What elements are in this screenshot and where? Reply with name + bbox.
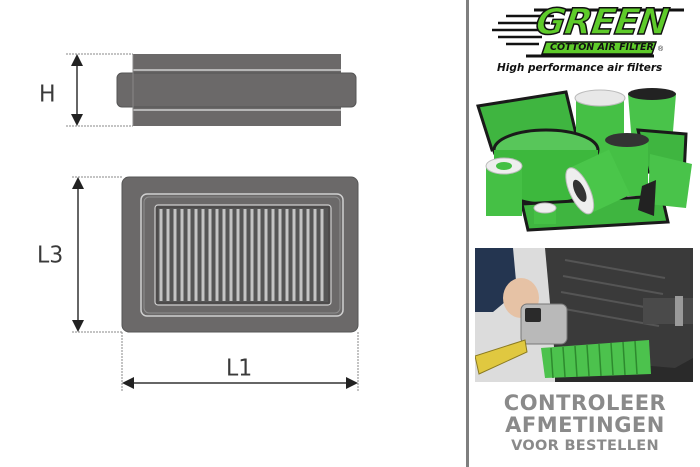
length3-label: L3	[37, 242, 64, 269]
cta-line-3: VOOR BESTELLEN	[511, 438, 659, 454]
measure-photo	[475, 248, 693, 382]
top-view-drawing	[72, 176, 359, 392]
logo-word: GREEN	[532, 1, 671, 44]
height-label: H	[39, 81, 56, 108]
side-view-drawing	[66, 53, 357, 127]
length1-label: L1	[226, 355, 253, 382]
filter-dimensions-drawing	[66, 53, 359, 392]
registered-mark: ®	[658, 46, 664, 53]
panel-divider	[466, 0, 469, 467]
green-logo: GREEN COTTON AIR FILTER ® High performan…	[484, 1, 688, 78]
logo-tagline: High performance air filters	[497, 62, 663, 74]
logo-subtitle: COTTON AIR FILTER	[550, 42, 654, 53]
logo-graphic	[492, 8, 684, 58]
products-image	[472, 84, 696, 232]
measuring-illustration	[475, 248, 693, 382]
filter-pleats	[158, 208, 328, 302]
cta-line-2: AFMETINGEN	[505, 413, 665, 437]
cta-line-1: CONTROLEER	[503, 391, 667, 415]
air-filters-illustration	[476, 88, 692, 232]
check-dimensions-notice: CONTROLEER AFMETINGEN VOOR BESTELLEN	[475, 393, 695, 454]
